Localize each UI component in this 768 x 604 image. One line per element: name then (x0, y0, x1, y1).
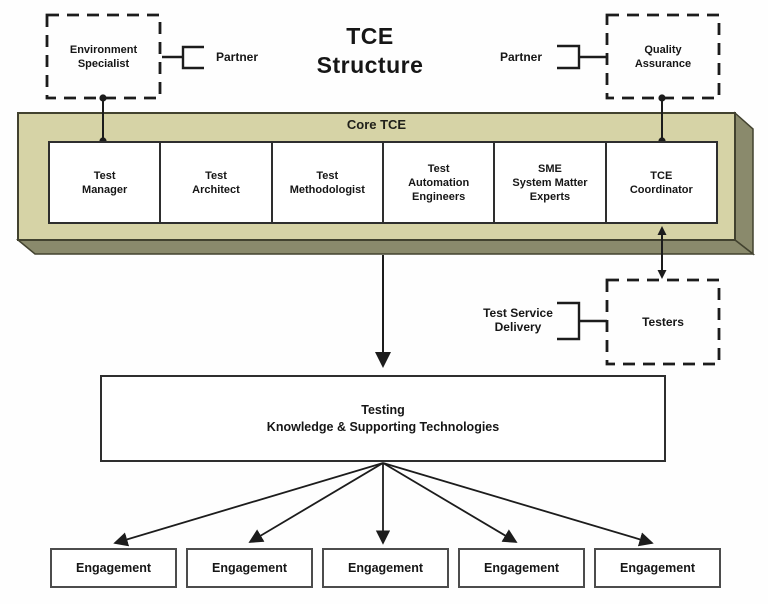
test-service-delivery-label: Test Service Delivery (483, 306, 553, 334)
role-box-tce-coordinator: TCE Coordinator (604, 141, 718, 224)
engagement-box-2: Engagement (186, 548, 313, 588)
role-box-test-architect: Test Architect (159, 141, 273, 224)
role-box-sme-experts: SME System Matter Experts (493, 141, 607, 224)
diagram-title: TCE Structure (316, 23, 424, 78)
testers-box: Testers (642, 315, 684, 329)
engagement-box-1: Engagement (50, 548, 177, 588)
arrow-coordinator-testers-down-head (657, 270, 667, 279)
fan-arrow-5 (382, 462, 654, 547)
engagement-box-3: Engagement (322, 548, 449, 588)
environment-specialist-box: Environment Specialist (69, 43, 138, 70)
core-roles-row: Test Manager Test Architect Test Methodo… (48, 141, 718, 224)
partner-label-left: Partner (216, 50, 259, 64)
core-slab-right-side (734, 111, 754, 256)
engagement-box-5: Engagement (594, 548, 721, 588)
environment-specialist-box-border (45, 13, 162, 100)
fan-arrow-1 (113, 462, 384, 547)
role-box-test-methodologist: Test Methodologist (270, 141, 384, 224)
engagement-box-4: Engagement (458, 548, 585, 588)
env-connector-dot-top (99, 94, 107, 102)
fan-arrow-2 (248, 462, 384, 543)
knowledge-technologies-box: Testing Knowledge & Supporting Technolog… (100, 375, 666, 462)
partner-label-right: Partner (499, 50, 542, 64)
role-box-test-automation-engineers: Test Automation Engineers (381, 141, 496, 224)
role-box-test-manager: Test Manager (48, 141, 162, 224)
core-slab-bottom-side (15, 239, 756, 255)
core-tce-label: Core TCE (346, 117, 407, 132)
fan-arrow-4 (382, 462, 518, 543)
quality-assurance-box: Quality Assurance (634, 43, 692, 70)
partner-bracket-left (162, 45, 204, 70)
testers-box-border (605, 278, 721, 366)
quality-assurance-box-border (605, 13, 721, 100)
arrow-coordinator-testers-up-head (657, 226, 667, 235)
test-service-delivery-bracket (557, 301, 607, 341)
partner-bracket-right (557, 44, 607, 70)
